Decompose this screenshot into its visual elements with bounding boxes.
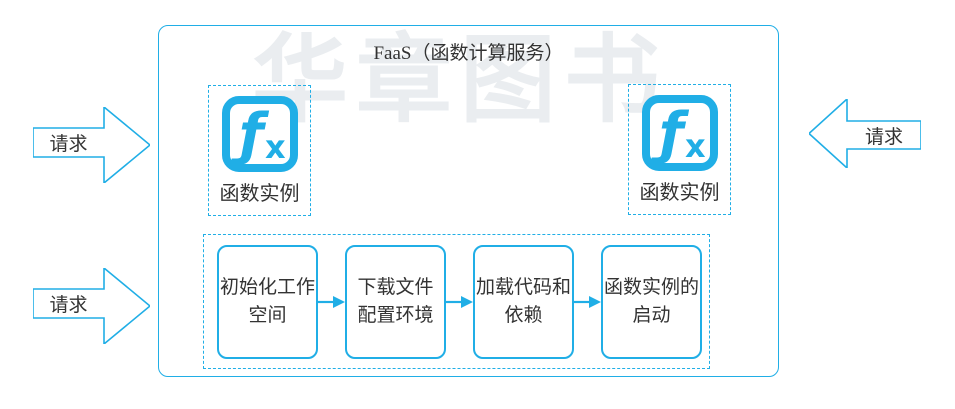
request-arrow-top-left: 请求 xyxy=(33,107,150,183)
faas-container-border xyxy=(158,25,779,377)
step-text-line: 配置环境 xyxy=(357,304,434,326)
request-label: 请求 xyxy=(49,295,88,316)
function-instance-left: ƒ x 函数实例 xyxy=(208,85,311,216)
step-text-line: 初始化工作 xyxy=(219,276,315,298)
step-text-line: 函数实例的 xyxy=(603,276,699,298)
faas-title: FaaS（函数计算服务） xyxy=(373,43,564,64)
flow-step-instance-start: 函数实例的 启动 xyxy=(601,244,702,359)
startup-flow-container: 初始化工作 空间 下载文件 配置环境 加载代码和 依赖 xyxy=(203,234,710,369)
step-text-line: 启动 xyxy=(632,304,671,326)
function-instance-label: 函数实例 xyxy=(639,182,720,204)
request-label: 请求 xyxy=(49,134,88,155)
step-text-line: 下载文件 xyxy=(357,276,434,298)
fx-icon-x-glyph: x xyxy=(685,127,706,165)
flow-arrow-icon xyxy=(446,295,473,308)
request-label: 请求 xyxy=(864,126,903,148)
step-text-line: 依赖 xyxy=(504,304,543,326)
flow-step-load-code-deps: 加载代码和 依赖 xyxy=(473,244,574,359)
fx-icon: ƒ x xyxy=(641,95,718,171)
block-arrow-right-icon xyxy=(33,268,150,344)
fx-icon: ƒ x xyxy=(221,96,298,172)
step-text-line: 空间 xyxy=(248,304,287,326)
fx-icon-x-glyph: x xyxy=(265,128,286,166)
step-text-line: 加载代码和 xyxy=(475,276,571,298)
function-instance-label: 函数实例 xyxy=(219,183,300,205)
flow-step-download-config: 下载文件 配置环境 xyxy=(345,244,446,359)
flow-step-init-workspace: 初始化工作 空间 xyxy=(217,244,318,359)
flow-arrow-icon xyxy=(318,295,345,308)
function-instance-right: ƒ x 函数实例 xyxy=(628,84,731,215)
block-arrow-right-icon xyxy=(33,107,150,183)
request-arrow-right: 请求 xyxy=(809,99,921,168)
flow-arrow-icon xyxy=(574,295,601,308)
request-arrow-bottom-left: 请求 xyxy=(33,268,150,344)
publisher-watermark: 华章图书 xyxy=(252,27,668,134)
block-arrow-left-icon xyxy=(809,99,921,168)
